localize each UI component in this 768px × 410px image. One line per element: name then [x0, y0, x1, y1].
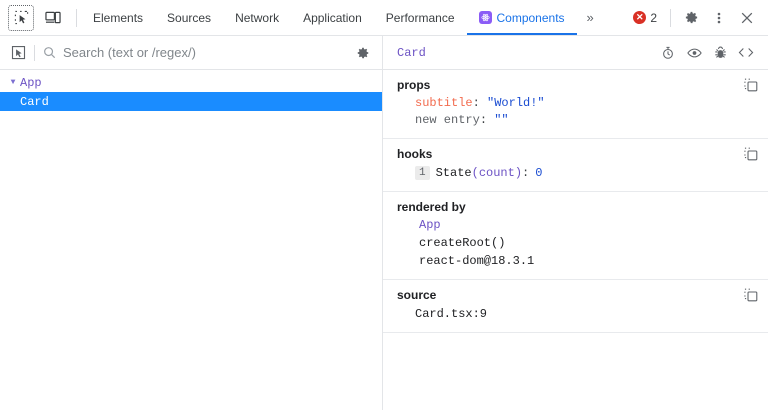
copy-to-clipboard-icon[interactable] — [744, 288, 758, 302]
prop-value[interactable]: "" — [494, 113, 509, 127]
error-glyph: ✕ — [636, 12, 644, 22]
toolbar-divider — [76, 8, 77, 27]
hook-row[interactable]: 1 State(count): 0 — [397, 164, 758, 182]
section-rendered-by: rendered by App createRoot() react-dom@1… — [383, 192, 768, 280]
inspect-cursor-icon[interactable] — [8, 4, 34, 31]
tree-item-app[interactable]: ▼ App — [0, 73, 382, 92]
rendered-by-item[interactable]: App — [419, 218, 441, 232]
eye-icon[interactable] — [686, 45, 702, 61]
tab-network[interactable]: Network — [223, 0, 291, 35]
prop-colon: : — [472, 96, 480, 110]
section-header: source — [397, 288, 758, 302]
error-icon: ✕ — [633, 11, 647, 24]
details-header: Card — [383, 36, 768, 70]
section-title: rendered by — [397, 200, 466, 214]
chevron-down-icon[interactable]: ▼ — [10, 78, 16, 87]
select-element-icon[interactable] — [6, 41, 30, 65]
error-count-badge[interactable]: ✕ 2 — [627, 11, 663, 25]
tab-sources[interactable]: Sources — [155, 0, 223, 35]
panel-tabs: Elements Sources Network Application Per… — [81, 0, 627, 35]
code-icon[interactable] — [738, 45, 754, 61]
search-divider — [34, 44, 35, 61]
prop-key: new entry — [415, 113, 480, 127]
more-tabs-button[interactable]: » — [577, 0, 603, 35]
prop-key: subtitle — [415, 96, 473, 110]
react-devtools-icon — [478, 11, 492, 24]
more-tabs-label: » — [586, 10, 594, 25]
section-header: props — [397, 78, 758, 92]
details-actions — [660, 45, 760, 61]
devtools-toolbar: Elements Sources Network Application Per… — [0, 0, 768, 36]
section-header: rendered by — [397, 200, 758, 214]
toolbar-divider-right — [670, 8, 671, 27]
source-location[interactable]: Card.tsx:9 — [415, 307, 488, 321]
prop-colon: : — [479, 113, 488, 127]
stopwatch-icon[interactable] — [660, 45, 676, 61]
tab-label: Elements — [93, 10, 144, 25]
prop-value[interactable]: "World!" — [487, 96, 545, 110]
tree-item-label: Card — [20, 94, 49, 109]
tree-item-label: App — [20, 75, 42, 90]
component-details-pane: Card — [383, 36, 768, 410]
tab-application[interactable]: Application — [291, 0, 374, 35]
search-input[interactable] — [63, 45, 352, 60]
toolbar-left-icons — [0, 0, 72, 35]
section-title: hooks — [397, 147, 433, 161]
rendered-by-item: react-dom@18.3.1 — [419, 254, 535, 268]
hook-name: State — [435, 166, 472, 180]
section-source: source Card.tsx:9 — [383, 280, 768, 333]
prop-row[interactable]: subtitle: "World!" — [397, 95, 758, 112]
section-hooks: hooks 1 State(count): 0 — [383, 139, 768, 192]
prop-row[interactable]: new entry: "" — [397, 112, 758, 129]
hook-index: 1 — [415, 166, 430, 180]
component-tree: ▼ App Card — [0, 70, 382, 410]
hook-expression: State(count): — [436, 164, 530, 182]
hook-colon: : — [522, 166, 530, 180]
selected-component-name: Card — [397, 45, 426, 60]
rendered-by-item: createRoot() — [419, 236, 506, 250]
copy-to-clipboard-icon[interactable] — [744, 147, 758, 161]
toolbar-right-icons: ✕ 2 — [627, 0, 768, 35]
device-toolbar-icon[interactable] — [40, 5, 66, 31]
section-props: props subtitle: "World!" new entry: "" — [383, 70, 768, 139]
gear-icon[interactable] — [352, 42, 374, 64]
hook-value[interactable]: 0 — [535, 166, 543, 180]
tab-label: Performance — [385, 10, 455, 25]
tab-label: Application — [303, 10, 362, 25]
section-title: source — [397, 288, 437, 302]
tab-label: Network — [235, 10, 280, 25]
section-title: props — [397, 78, 431, 92]
tab-label: Components — [496, 10, 565, 25]
gear-icon[interactable] — [678, 5, 704, 31]
tab-elements[interactable]: Elements — [81, 0, 155, 35]
bug-icon[interactable] — [712, 45, 728, 61]
search-icon — [43, 46, 56, 59]
tab-components[interactable]: Components — [466, 0, 577, 35]
details-sections: props subtitle: "World!" new entry: "" — [383, 70, 768, 410]
tab-label: Sources — [167, 10, 212, 25]
error-count-label: 2 — [650, 10, 657, 25]
tree-item-card[interactable]: Card — [0, 92, 382, 111]
kebab-menu-icon[interactable] — [706, 5, 732, 31]
hook-arg: (count) — [471, 166, 523, 180]
devtools-body: ▼ App Card Card — [0, 36, 768, 410]
tree-search-bar — [0, 36, 382, 70]
section-header: hooks — [397, 147, 758, 161]
close-icon[interactable] — [734, 5, 760, 31]
tab-performance[interactable]: Performance — [374, 0, 467, 35]
components-tree-pane: ▼ App Card — [0, 36, 383, 410]
copy-to-clipboard-icon[interactable] — [744, 78, 758, 92]
